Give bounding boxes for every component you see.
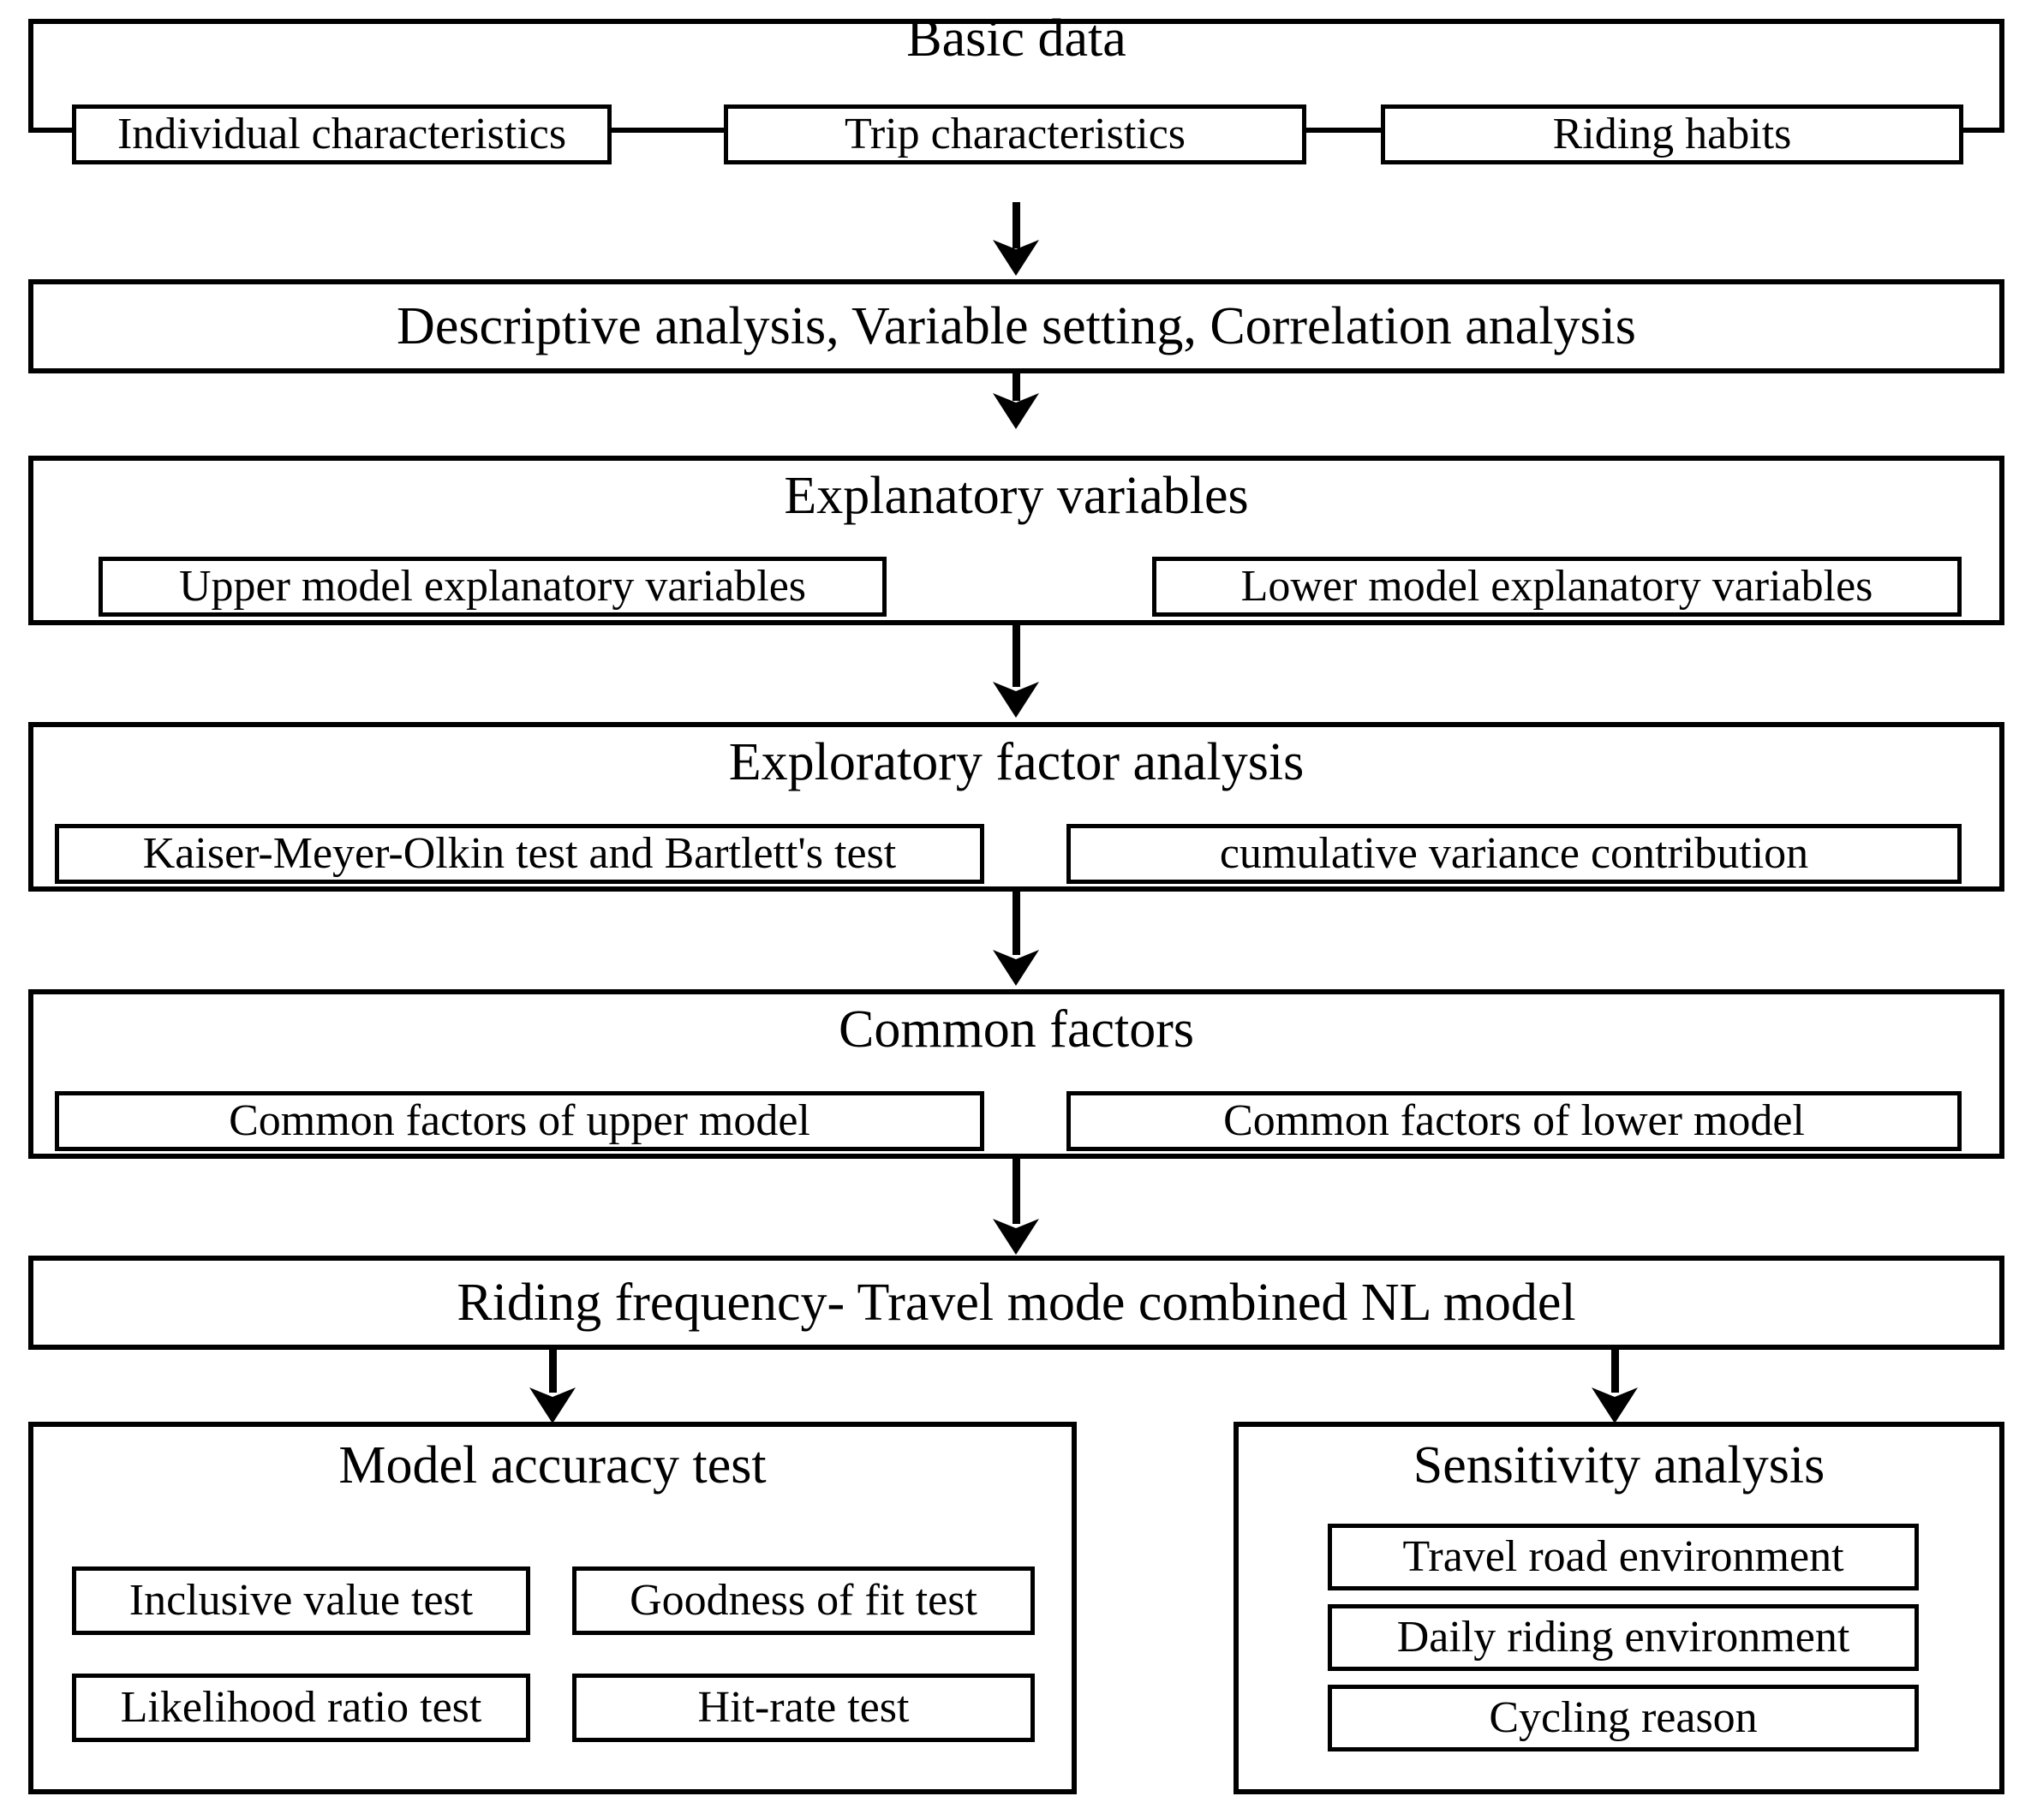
box-inclusive-value-test: Inclusive value test: [72, 1566, 530, 1635]
arrow-descriptive-to-explanatory: [985, 373, 1047, 429]
stage-sensitivity-analysis-title: Sensitivity analysis: [1413, 1436, 1825, 1495]
box-kmo-bartlett-test: Kaiser-Meyer-Olkin test and Bartlett's t…: [55, 824, 984, 884]
box-individual-characteristics: Individual characteristics: [72, 104, 612, 164]
stage-nl-model: Riding frequency- Travel mode combined N…: [28, 1256, 2004, 1350]
box-hit-rate-test: Hit-rate test: [572, 1674, 1035, 1742]
arrow-basic-to-descriptive: [985, 202, 1047, 276]
stage-exploratory-factor-analysis-title: Exploratory factor analysis: [728, 733, 1305, 791]
arrow-nl-to-model-accuracy: [522, 1350, 583, 1423]
stage-explanatory-variables-title: Explanatory variables: [784, 467, 1249, 525]
box-upper-model-explanatory-variables: Upper model explanatory variables: [99, 557, 887, 617]
box-lower-model-explanatory-variables: Lower model explanatory variables: [1152, 557, 1962, 617]
box-trip-characteristics: Trip characteristics: [724, 104, 1306, 164]
box-daily-riding-environment: Daily riding environment: [1328, 1604, 1919, 1671]
box-cycling-reason: Cycling reason: [1328, 1685, 1919, 1751]
arrow-nl-to-sensitivity: [1584, 1350, 1646, 1423]
box-goodness-of-fit-test: Goodness of fit test: [572, 1566, 1035, 1635]
stage-nl-model-title: Riding frequency- Travel mode combined N…: [457, 1273, 1576, 1332]
arrow-exploratory-to-common: [985, 892, 1047, 986]
box-travel-road-environment: Travel road environment: [1328, 1524, 1919, 1590]
box-common-factors-upper-model: Common factors of upper model: [55, 1091, 984, 1151]
arrow-common-to-nl: [985, 1159, 1047, 1255]
stage-descriptive-analysis-title: Descriptive analysis, Variable setting, …: [397, 296, 1636, 355]
box-cumulative-variance-contribution: cumulative variance contribution: [1066, 824, 1962, 884]
box-riding-habits: Riding habits: [1381, 104, 1963, 164]
stage-basic-data-title: Basic data: [906, 9, 1126, 68]
box-likelihood-ratio-test: Likelihood ratio test: [72, 1674, 530, 1742]
arrow-explanatory-to-exploratory: [985, 625, 1047, 718]
stage-descriptive-analysis: Descriptive analysis, Variable setting, …: [28, 279, 2004, 373]
stage-common-factors-title: Common factors: [839, 1000, 1194, 1059]
box-common-factors-lower-model: Common factors of lower model: [1066, 1091, 1962, 1151]
stage-model-accuracy-test-title: Model accuracy test: [338, 1436, 767, 1495]
